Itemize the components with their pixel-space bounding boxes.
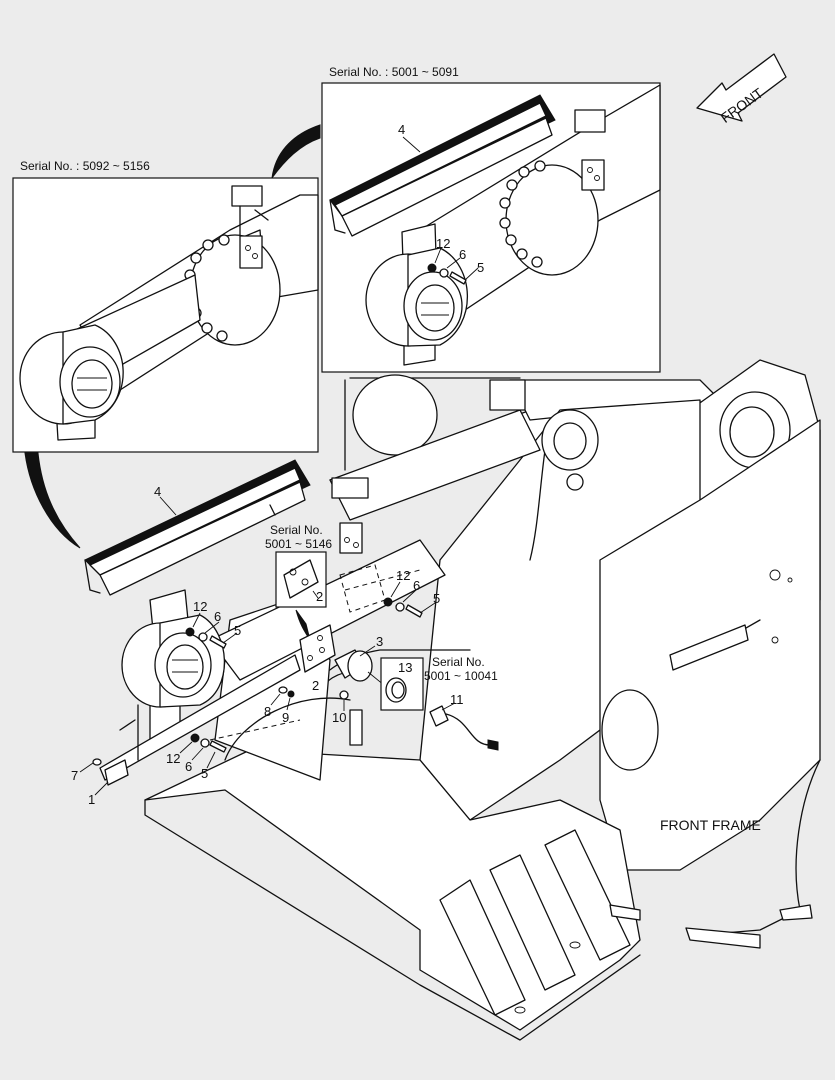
- bushing-part-13: [380, 657, 424, 711]
- inset-right-serial: Serial No. : 5001 ~ 5091: [329, 65, 459, 79]
- callout-13: 13: [398, 660, 412, 675]
- screws-8-9-10: [278, 686, 349, 700]
- front-frame-label: FRONT FRAME: [660, 817, 761, 833]
- leaders-right-upper: [390, 581, 436, 614]
- leaders-main-upper: [192, 612, 238, 644]
- inset-callout-12: 12: [436, 236, 450, 251]
- callout-5-lower: 5: [201, 766, 208, 781]
- inset-callout-6: 6: [459, 247, 466, 262]
- fasteners-right-upper: [383, 597, 423, 618]
- callout-4: 4: [154, 484, 161, 499]
- callout-1: 1: [88, 792, 95, 807]
- callout-6-right: 6: [413, 578, 420, 593]
- callout-8: 8: [264, 704, 271, 719]
- callout-12-right: 12: [396, 568, 410, 583]
- bushing-serial-title: Serial No.: [432, 655, 485, 669]
- inset-callout-5: 5: [477, 260, 484, 275]
- leader-2a: [312, 590, 319, 599]
- callout-5-upper: 5: [234, 623, 241, 638]
- leaders-lower: [179, 741, 216, 769]
- fasteners-lower: [190, 733, 227, 753]
- fasteners-main-upper: [185, 627, 227, 649]
- leader-3: [359, 645, 376, 657]
- leader-11: [441, 702, 456, 711]
- plate-part-2-boxed: [275, 551, 327, 608]
- inset-right-panel: [321, 82, 661, 373]
- callout-12-lower: 12: [166, 751, 180, 766]
- callout-6-upper: 6: [214, 609, 221, 624]
- callout-2-boxed: 2: [316, 589, 323, 604]
- inset-leader-4: [402, 136, 421, 153]
- leaders-1-7: [79, 762, 109, 796]
- front-direction-arrow: [696, 53, 787, 122]
- inset-callout-4: 4: [398, 122, 405, 137]
- plate-serial-range: 5001 ~ 5146: [265, 537, 332, 551]
- sensor-part-3: [334, 649, 373, 682]
- callout-12-upper: 12: [193, 599, 207, 614]
- callout-6-lower: 6: [185, 759, 192, 774]
- inset-left-pointer: [24, 452, 81, 549]
- callout-11: 11: [450, 692, 464, 707]
- plate-serial-title: Serial No.: [270, 523, 323, 537]
- inset-left-panel: [12, 177, 319, 453]
- inset-leaders-fasteners: [434, 247, 479, 281]
- callout-9: 9: [282, 710, 289, 725]
- leaders-8-9-10: [270, 693, 345, 711]
- cylinder-cover-part-4: [84, 459, 311, 596]
- callout-3: 3: [376, 634, 383, 649]
- callout-10: 10: [332, 710, 346, 725]
- inset-right-pointer: [271, 124, 321, 179]
- leader-4: [159, 496, 177, 516]
- plate-part-2: [299, 624, 336, 673]
- guard-bar-part-1: [92, 654, 301, 786]
- callout-7: 7: [71, 768, 78, 783]
- cylinder-head-assembly: [121, 589, 226, 741]
- callout-5-right: 5: [433, 591, 440, 606]
- wire-harness-part-11: [429, 705, 499, 751]
- inset-left-serial: Serial No. : 5092 ~ 5156: [20, 159, 150, 173]
- bushing-serial-range: 5001 ~ 10041: [424, 669, 498, 683]
- callout-2: 2: [312, 678, 319, 693]
